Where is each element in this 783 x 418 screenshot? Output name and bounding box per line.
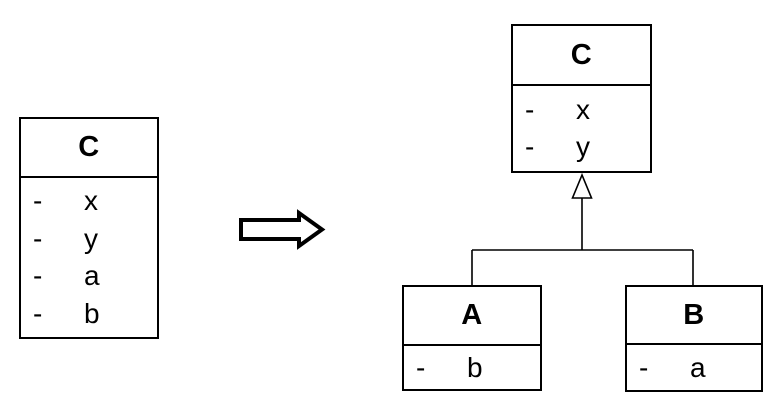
attribute-row: - x bbox=[33, 187, 157, 215]
class-title: B bbox=[627, 287, 761, 345]
visibility-marker: - bbox=[416, 351, 426, 383]
class-box-after-b: B - a bbox=[625, 285, 763, 392]
transform-right-arrow-icon bbox=[239, 209, 326, 250]
class-title: C bbox=[21, 119, 157, 178]
attribute-name: x bbox=[576, 93, 590, 125]
attribute-name: a bbox=[84, 260, 100, 292]
class-box-after-c: C - x - y bbox=[511, 24, 652, 173]
attribute-name: b bbox=[467, 351, 483, 383]
class-attributes: - a bbox=[627, 345, 761, 390]
inheritance-connector-line bbox=[471, 198, 694, 285]
class-box-after-a: A - b bbox=[402, 285, 542, 391]
visibility-marker: - bbox=[525, 131, 535, 163]
attribute-name: a bbox=[690, 351, 706, 383]
class-title: C bbox=[513, 26, 650, 86]
attribute-row: - a bbox=[33, 262, 157, 290]
visibility-marker: - bbox=[639, 351, 649, 383]
visibility-marker: - bbox=[33, 185, 43, 217]
attribute-row: - b bbox=[33, 297, 157, 329]
attribute-row: - y bbox=[33, 222, 157, 254]
attribute-name: x bbox=[84, 185, 98, 217]
class-box-before-c: C - x - y - a - b bbox=[19, 117, 159, 339]
class-attributes: - b bbox=[404, 346, 540, 389]
visibility-marker: - bbox=[33, 260, 43, 292]
class-attributes: - x - y bbox=[513, 86, 650, 171]
attribute-row: - b bbox=[416, 351, 540, 383]
attribute-name: y bbox=[576, 131, 590, 163]
attribute-row: - x bbox=[525, 93, 650, 125]
attribute-name: y bbox=[84, 222, 98, 254]
attribute-row: - a bbox=[639, 351, 761, 383]
attribute-row: - y bbox=[525, 133, 650, 161]
visibility-marker: - bbox=[33, 222, 43, 254]
visibility-marker: - bbox=[525, 93, 535, 125]
inheritance-triangle-icon bbox=[571, 172, 593, 199]
class-title: A bbox=[404, 287, 540, 346]
visibility-marker: - bbox=[33, 297, 43, 329]
class-attributes: - x - y - a - b bbox=[21, 178, 157, 337]
attribute-name: b bbox=[84, 297, 100, 329]
